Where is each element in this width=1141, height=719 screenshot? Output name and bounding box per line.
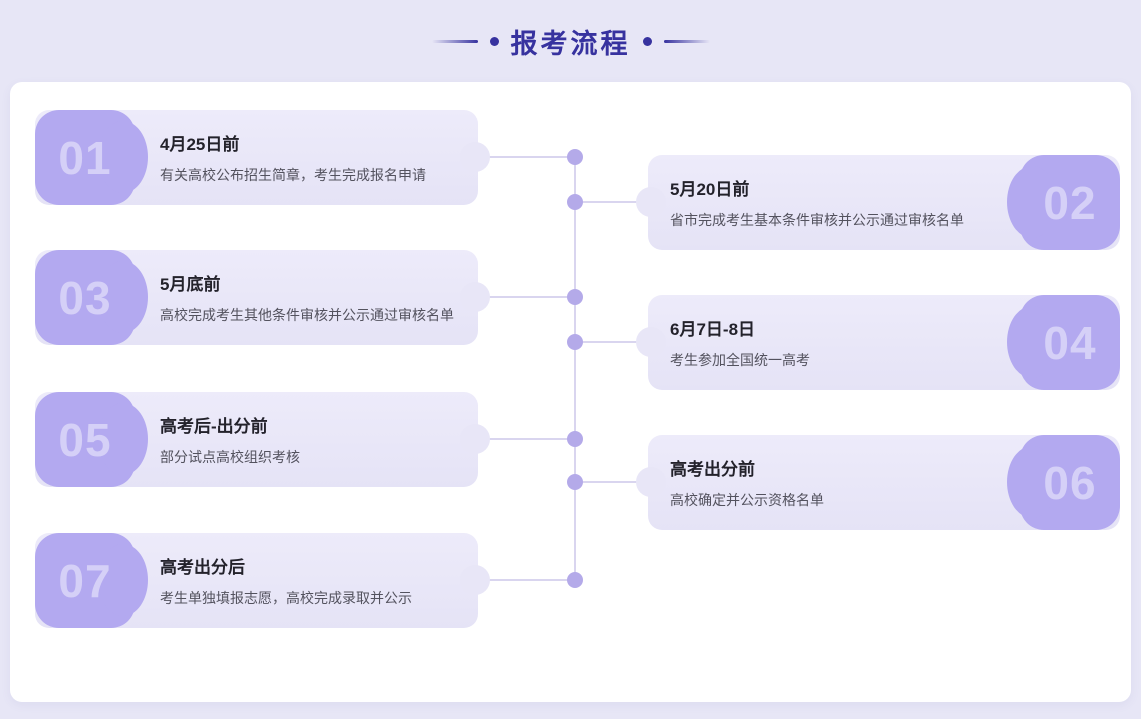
step-number: 01: [58, 131, 112, 184]
timeline-dot-5: [567, 431, 583, 447]
timeline-dot-2: [567, 194, 583, 210]
step-card-6: 06 高考出分前 高校确定并公示资格名单: [636, 435, 1120, 530]
title-decoration-line-right: [663, 39, 710, 43]
timeline-dot-4: [567, 334, 583, 350]
step-number-badge: 06: [1007, 435, 1120, 530]
step-content: 高考后-出分前 部分试点高校组织考核: [160, 392, 462, 487]
timeline-connector-1: [465, 156, 576, 158]
card-connector-nub: [460, 424, 490, 454]
step-number: 02: [1043, 176, 1097, 229]
step-content: 5月底前 高校完成考生其他条件审核并公示通过审核名单: [160, 250, 462, 345]
step-number: 06: [1043, 456, 1097, 509]
step-number-badge: 01: [35, 110, 148, 205]
timeline-dot-7: [567, 572, 583, 588]
title-decoration-dot-left: [489, 36, 499, 46]
step-title: 高考后-出分前: [160, 417, 268, 436]
card-connector-nub: [636, 187, 666, 217]
step-number-badge: 04: [1007, 295, 1120, 390]
step-card-3: 03 5月底前 高校完成考生其他条件审核并公示通过审核名单: [35, 250, 490, 345]
step-number-badge: 03: [35, 250, 148, 345]
step-number-badge: 05: [35, 392, 148, 487]
card-connector-nub: [636, 467, 666, 497]
step-number: 04: [1043, 316, 1097, 369]
step-description: 考生参加全国统一高考: [670, 352, 810, 368]
step-content: 4月25日前 有关高校公布招生简章，考生完成报名申请: [160, 110, 462, 205]
title-decoration-dot-right: [642, 36, 652, 46]
timeline-dot-3: [567, 289, 583, 305]
timeline-connector-6: [574, 481, 662, 483]
step-title: 5月20日前: [670, 180, 750, 199]
timeline-vertical-line: [574, 157, 576, 581]
card-connector-nub: [460, 282, 490, 312]
title-decoration-line-left: [431, 39, 478, 43]
step-content: 高考出分前 高校确定并公示资格名单: [670, 435, 995, 530]
step-description: 省市完成考生基本条件审核并公示通过审核名单: [670, 212, 964, 228]
step-card-1: 01 4月25日前 有关高校公布招生简章，考生完成报名申请: [35, 110, 490, 205]
step-number: 03: [58, 271, 112, 324]
timeline-dot-1: [567, 149, 583, 165]
step-description: 考生单独填报志愿，高校完成录取并公示: [160, 590, 412, 606]
step-title: 高考出分前: [670, 460, 755, 479]
timeline-connector-4: [574, 341, 662, 343]
step-number: 05: [58, 413, 112, 466]
step-content: 6月7日-8日 考生参加全国统一高考: [670, 295, 995, 390]
step-number: 07: [58, 554, 112, 607]
page-title: 报考流程: [510, 28, 631, 59]
card-connector-nub: [460, 142, 490, 172]
step-title: 4月25日前: [160, 135, 240, 154]
timeline-dot-6: [567, 474, 583, 490]
card-connector-nub: [636, 327, 666, 357]
process-panel: 01 4月25日前 有关高校公布招生简章，考生完成报名申请 02 5月20日前 …: [10, 82, 1131, 702]
step-description: 高校确定并公示资格名单: [670, 492, 824, 508]
step-title: 6月7日-8日: [670, 320, 756, 339]
step-number-badge: 02: [1007, 155, 1120, 250]
step-number-badge: 07: [35, 533, 148, 628]
step-description: 有关高校公布招生简章，考生完成报名申请: [160, 167, 426, 183]
section-header: 报考流程: [0, 0, 1141, 82]
step-content: 高考出分后 考生单独填报志愿，高校完成录取并公示: [160, 533, 462, 628]
step-content: 5月20日前 省市完成考生基本条件审核并公示通过审核名单: [670, 155, 995, 250]
step-description: 高校完成考生其他条件审核并公示通过审核名单: [160, 307, 454, 323]
step-card-2: 02 5月20日前 省市完成考生基本条件审核并公示通过审核名单: [636, 155, 1120, 250]
step-description: 部分试点高校组织考核: [160, 449, 300, 465]
step-card-5: 05 高考后-出分前 部分试点高校组织考核: [35, 392, 490, 487]
timeline-connector-7: [465, 579, 576, 581]
timeline-connector-3: [465, 296, 576, 298]
step-card-4: 04 6月7日-8日 考生参加全国统一高考: [636, 295, 1120, 390]
timeline-connector-5: [465, 438, 576, 440]
timeline-connector-2: [574, 201, 662, 203]
step-card-7: 07 高考出分后 考生单独填报志愿，高校完成录取并公示: [35, 533, 490, 628]
card-connector-nub: [460, 565, 490, 595]
step-title: 5月底前: [160, 275, 221, 294]
step-title: 高考出分后: [160, 558, 245, 577]
